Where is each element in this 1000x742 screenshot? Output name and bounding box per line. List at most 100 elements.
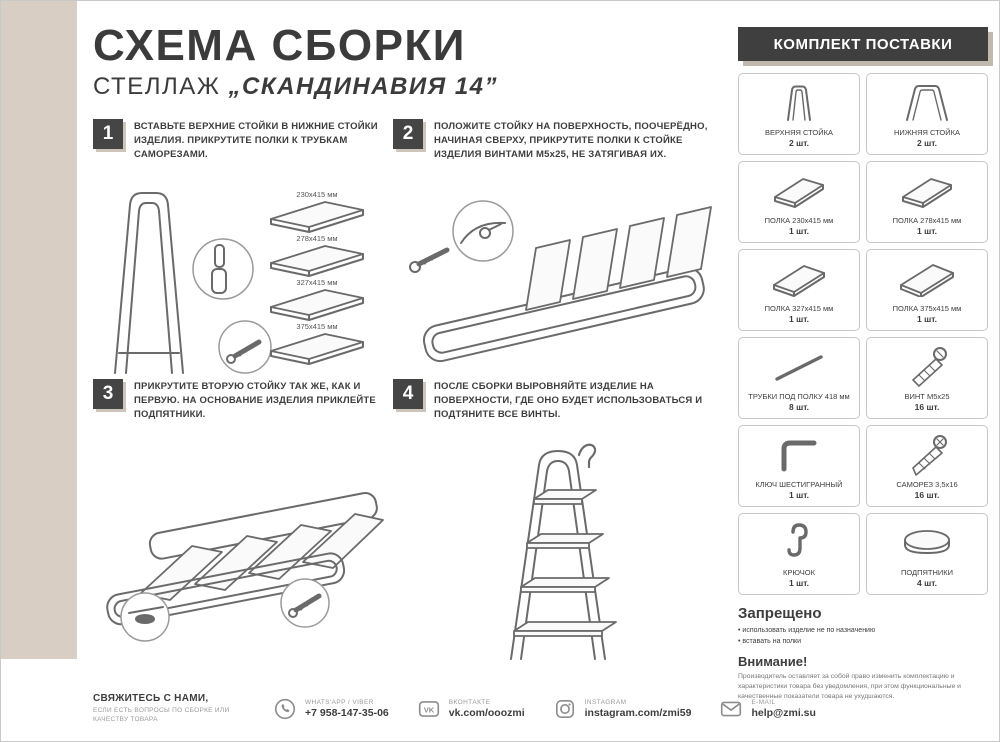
kit-item: ПОЛКА 375х415 мм 1 шт. — [866, 249, 988, 331]
header: СХЕМА СБОРКИ СТЕЛЛАЖ „СКАНДИНАВИЯ 14” — [93, 21, 498, 101]
step-4-number: 4 — [393, 379, 423, 409]
bottom-stand-icon — [903, 79, 951, 128]
step-1: 1 ВСТАВЬТЕ ВЕРХНИЕ СТОЙКИ В НИЖНИЕ СТОЙК… — [93, 119, 385, 383]
left-accent-strip — [1, 1, 77, 659]
page-title: СХЕМА СБОРКИ — [93, 21, 466, 70]
svg-text:VK: VK — [423, 705, 434, 714]
page-subtitle: СТЕЛЛАЖ „СКАНДИНАВИЯ 14” — [93, 73, 498, 101]
shelf-dimension-label: 230х415 мм — [296, 190, 337, 199]
contact-value: vk.com/ooozmi — [448, 706, 525, 719]
forbidden-item: вставать на полки — [738, 636, 988, 647]
kit-item-qty: 1 шт. — [789, 226, 809, 236]
kit-item-qty: 16 шт. — [914, 490, 940, 500]
contact-label: INSTAGRAM — [584, 698, 627, 706]
footpad-icon — [899, 519, 955, 568]
bolt-icon — [902, 343, 952, 392]
email-icon — [719, 697, 743, 721]
magnifier-screw — [218, 320, 272, 375]
shelf-375-icon — [897, 255, 957, 304]
contact-subheading: ЕСЛИ ЕСТЬ ВОПРОСЫ ПО СБОРКЕ ИЛИ КАЧЕСТВУ… — [93, 706, 230, 724]
contact-label: E-MAIL — [751, 698, 776, 706]
step-4-head: 4 ПОСЛЕ СБОРКИ ВЫРОВНЯЙТЕ ИЗДЕЛИЕ НА ПОВ… — [393, 379, 723, 421]
shelf-327-icon — [769, 255, 829, 304]
kit-item: КРЮЧОК 1 шт. — [738, 513, 860, 595]
kit-item-name: ПОЛКА 230х415 мм — [764, 215, 834, 225]
kit-title-badge: КОМПЛЕКТ ПОСТАВКИ — [738, 27, 988, 61]
kit-item: КЛЮЧ ШЕСТИГРАННЫЙ 1 шт. — [738, 425, 860, 507]
shelf-278-icon — [897, 167, 957, 216]
top-stand-icon — [779, 79, 819, 128]
kit-item-name: САМОРЕЗ 3,5х16 — [896, 479, 958, 489]
upright-shelves — [525, 206, 712, 312]
step-2-illustration — [409, 200, 712, 363]
vk-icon: VK — [417, 697, 441, 721]
kit-item-name: ТРУБКИ ПОД ПОЛКУ 418 мм — [748, 391, 850, 401]
contact-heading: СВЯЖИТЕСЬ С НАМИ, — [93, 692, 209, 704]
screw-icon — [902, 431, 952, 480]
attention-title: Внимание! — [738, 654, 808, 670]
kit-item-qty: 2 шт. — [917, 138, 937, 148]
kit-item: ПОЛКА 327х415 мм 1 шт. — [738, 249, 860, 331]
kit-item-name: ПОЛКА 327х415 мм — [764, 303, 834, 313]
kit-item: САМОРЕЗ 3,5х16 16 шт. — [866, 425, 988, 507]
step-1-head: 1 ВСТАВЬТЕ ВЕРХНИЕ СТОЙКИ В НИЖНИЕ СТОЙК… — [93, 119, 385, 161]
product-name: „СКАНДИНАВИЯ 14” — [228, 73, 499, 101]
footer-contacts: СВЯЖИТЕСЬ С НАМИ, ЕСЛИ ЕСТЬ ВОПРОСЫ ПО С… — [93, 693, 973, 726]
kit-item: ПОЛКА 230х415 мм 1 шт. — [738, 161, 860, 243]
magnifier-footpad — [120, 592, 170, 643]
step-2: 2 ПОЛОЖИТЕ СТОЙКУ НА ПОВЕРХНОСТЬ, ПООЧЕР… — [393, 119, 723, 376]
forbidden-item: использовать изделие не по назначению — [738, 625, 988, 636]
kit-item-name: ВЕРХНЯЯ СТОЙКА — [764, 127, 833, 137]
attention-text: Производитель оставляет за собой право и… — [738, 673, 961, 701]
kit-item-qty: 1 шт. — [917, 226, 937, 236]
kit-grid: ВЕРХНЯЯ СТОЙКА 2 шт. НИЖНЯЯ СТОЙКА 2 шт. — [738, 73, 988, 595]
instagram-icon — [553, 697, 577, 721]
contact-intro: СВЯЖИТЕСЬ С НАМИ, ЕСЛИ ЕСТЬ ВОПРОСЫ ПО С… — [93, 693, 245, 726]
magnifier-bolt — [452, 200, 514, 263]
shelf-dimension-label: 375х415 мм — [296, 322, 337, 331]
step-4-text: ПОСЛЕ СБОРКИ ВЫРОВНЯЙТЕ ИЗДЕЛИЕ НА ПОВЕР… — [434, 381, 703, 420]
kit-item: НИЖНЯЯ СТОЙКА 2 шт. — [866, 73, 988, 155]
kit-item-name: ПОЛКА 375х415 мм — [892, 303, 962, 313]
step-3-head: 3 ПРИКРУТИТЕ ВТОРУЮ СТОЙКУ ТАК ЖЕ, КАК И… — [93, 379, 385, 421]
bridging-shelves — [139, 513, 384, 602]
shelf-dimension-label: 327х415 мм — [296, 278, 337, 287]
kit-item-name: КЛЮЧ ШЕСТИГРАННЫЙ — [755, 479, 843, 489]
kit-item: ПОЛКА 278х415 мм 1 шт. — [866, 161, 988, 243]
forbidden-list: использовать изделие не по назначению вс… — [738, 625, 988, 647]
contact-label: ВКОНТАКТЕ — [448, 698, 491, 706]
step-3-illustration — [106, 492, 384, 643]
step-4: 4 ПОСЛЕ СБОРКИ ВЫРОВНЯЙТЕ ИЗДЕЛИЕ НА ПОВ… — [393, 379, 723, 666]
kit-item: ТРУБКИ ПОД ПОЛКУ 418 мм 8 шт. — [738, 337, 860, 419]
shelf-dimension-label: 278х415 мм — [296, 234, 337, 243]
whatsapp-icon — [273, 697, 297, 721]
contact-whatsapp: WHATS'APP / VIBER +7 958-147-35-06 — [273, 697, 389, 721]
contact-email: E-MAIL help@zmi.su — [719, 697, 816, 721]
step-1-number: 1 — [93, 119, 123, 149]
subtitle-prefix: СТЕЛЛАЖ — [93, 73, 221, 101]
kit-item-qty: 16 шт. — [914, 402, 940, 412]
kit-item-qty: 1 шт. — [917, 314, 937, 324]
step-1-illustration: 230х415 мм 278х415 мм 327х415 мм 375х415… — [114, 190, 364, 375]
hook-icon — [779, 519, 819, 568]
kit-item-qty: 1 шт. — [789, 314, 809, 324]
magnifier-tube-joint — [192, 238, 254, 301]
attention-section: Внимание! Производитель оставляет за соб… — [738, 654, 988, 702]
contact-value: +7 958-147-35-06 — [305, 706, 389, 719]
contact-vk: VK ВКОНТАКТЕ vk.com/ooozmi — [417, 697, 525, 721]
kit-item-name: КРЮЧОК — [783, 567, 815, 577]
kit-item: ВЕРХНЯЯ СТОЙКА 2 шт. — [738, 73, 860, 155]
kit-item-qty: 2 шт. — [789, 138, 809, 148]
kit-item-name: ПОДПЯТНИКИ — [900, 567, 954, 577]
forbidden-section: Запрещено использовать изделие не по наз… — [738, 605, 988, 647]
hex-key-icon — [776, 431, 822, 480]
kit-item-qty: 1 шт. — [789, 490, 809, 500]
hook-on-frame — [577, 443, 597, 469]
kit-item-name: НИЖНЯЯ СТОЙКА — [893, 127, 961, 137]
contact-value: help@zmi.su — [751, 706, 816, 719]
kit-item-name: ВИНТ М5х25 — [904, 391, 950, 401]
shelves-stack: 230х415 мм 278х415 мм 327х415 мм 375х415… — [270, 190, 364, 366]
step-4-illustration — [510, 443, 617, 661]
tube-icon — [769, 343, 829, 392]
